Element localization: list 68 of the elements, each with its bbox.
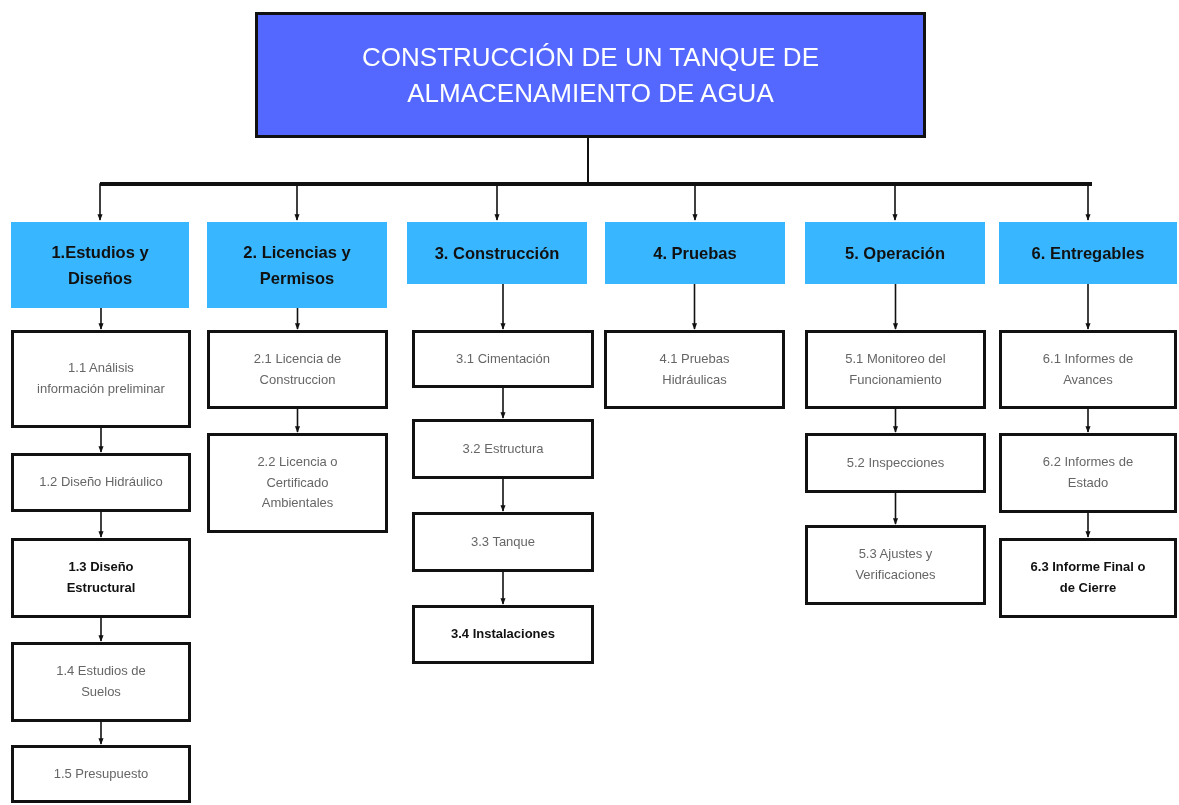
arrow [98,307,104,330]
task-box [207,330,388,409]
category-box [11,222,189,308]
label-text: 1.2 Diseño Hidráulico [39,473,163,492]
category-box [605,222,785,284]
label-text: 1.4 Estudios de Suelos [55,662,147,701]
arrow [98,427,104,453]
arrow [294,408,301,433]
arrow [892,408,899,433]
task-box [999,433,1177,513]
task-box [999,538,1177,618]
arrow [98,721,104,745]
task-box [412,605,594,664]
task-box [11,330,191,428]
arrow [892,283,899,330]
arrow [500,478,506,512]
category-box [207,222,387,308]
label-text: 1.1 Análisis información preliminar [36,359,166,398]
arrow [1085,283,1091,330]
label-text: 6.2 Informes de Estado [1041,453,1135,492]
task-box [11,453,191,512]
label-text: 6. Entregables [1031,242,1145,264]
label-text: 1.3 Diseño Estructural [65,558,137,597]
arrow [691,283,698,330]
task-box [805,433,986,493]
label-text: 4. Pruebas [653,242,737,264]
label-text: 5.2 Inspecciones [846,453,945,472]
label-text: 5.1 Monitoreo del Funcionamiento [844,349,947,389]
arrow [1085,512,1091,538]
label-text: 5. Operación [845,242,945,264]
label-text: 3.4 Instalaciones [450,625,556,644]
arrow [500,283,506,330]
label-text: 2. Licencias y Permisos [242,241,352,289]
task-box [999,330,1177,409]
arrow [500,387,506,419]
task-box [604,330,785,409]
task-box [805,330,986,409]
category-box [999,222,1177,284]
label-text: 3.3 Tanque [470,532,536,551]
label-text: 3.2 Estructura [462,439,544,458]
task-box [412,419,594,479]
label-text: 6.1 Informes de Avances [1041,349,1135,389]
task-box [11,745,191,803]
arrow [98,617,104,642]
label-text: 2.1 Licencia de Construccion [252,349,343,389]
arrow [500,571,506,605]
task-box [207,433,388,533]
task-box [11,642,191,722]
arrow [892,492,899,525]
label-text: 1.5 Presupuesto [53,764,149,783]
category-box [407,222,587,284]
label-text: 1.Estudios y Diseños [50,241,150,289]
arrow [98,511,104,538]
label-text: 3. Construcción [434,242,560,264]
arrow [294,307,301,330]
label-text: 6.3 Informe Final o de Cierre [1029,558,1147,597]
category-box [805,222,985,284]
arrow [1085,408,1091,433]
title-box [255,12,926,138]
task-box [805,525,986,605]
label-text: 3.1 Cimentación [456,349,550,368]
label-text: 5.3 Ajustes y Verificaciones [854,545,937,584]
title-text: CONSTRUCCIÓN DE UN TANQUE DE ALMACENAMIENTO DE AGUA [361,40,820,110]
label-text: 2.2 Licencia o Certificado Ambientales [256,452,339,513]
task-box [412,330,594,388]
task-box [412,512,594,572]
label-text: 4.1 Pruebas Hidráulicas [658,349,731,389]
task-box [11,538,191,618]
